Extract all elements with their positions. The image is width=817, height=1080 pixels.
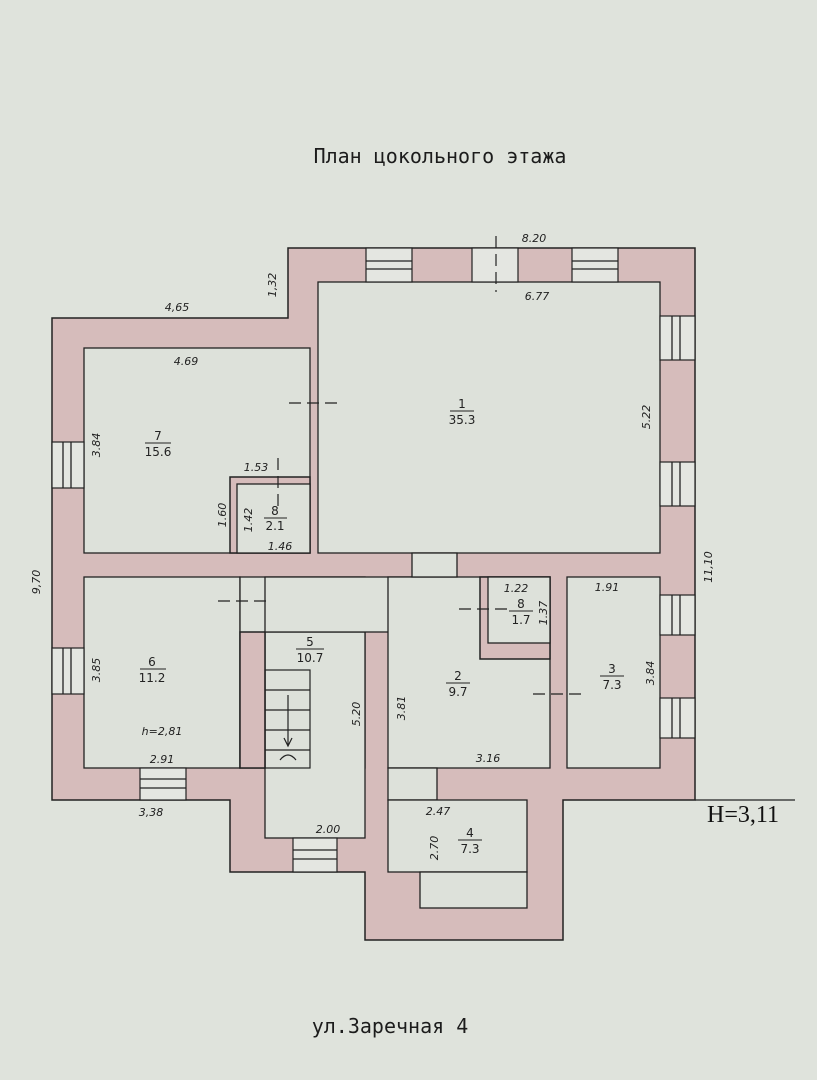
svg-text:9,70: 9,70 — [30, 570, 43, 595]
svg-text:9.7: 9.7 — [448, 685, 467, 699]
room-label-7: 715.6 — [145, 429, 172, 459]
room-label-3: 37.3 — [600, 662, 624, 692]
svg-text:3.16: 3.16 — [476, 752, 501, 765]
svg-text:1: 1 — [458, 397, 466, 411]
svg-text:h=2,81: h=2,81 — [142, 725, 183, 738]
room-8b — [487, 576, 551, 644]
windows — [51, 247, 696, 873]
svg-text:3.81: 3.81 — [395, 696, 408, 721]
street-address: ул.Заречная 4 — [312, 1014, 469, 1038]
door-marks — [218, 236, 795, 801]
height-mark: H=3,11 — [707, 802, 779, 828]
svg-text:11,10: 11,10 — [702, 551, 715, 583]
dimensions: 8.20 6.77 4,65 4.69 1.53 1.46 h=2,81 2.9… — [30, 232, 715, 860]
room-3 — [566, 576, 661, 769]
interior-wall-5 — [239, 631, 266, 769]
svg-text:5: 5 — [306, 635, 314, 649]
staircase — [264, 669, 311, 769]
svg-text:3.85: 3.85 — [90, 658, 103, 683]
svg-text:4: 4 — [466, 826, 474, 840]
svg-text:1,32: 1,32 — [266, 273, 279, 298]
svg-text:3: 3 — [608, 662, 616, 676]
svg-text:2.91: 2.91 — [150, 753, 175, 766]
room-4 — [387, 799, 528, 873]
svg-text:15.6: 15.6 — [145, 445, 172, 459]
svg-text:2.70: 2.70 — [428, 836, 441, 861]
svg-text:7.3: 7.3 — [460, 842, 479, 856]
svg-text:1.53: 1.53 — [244, 461, 269, 474]
svg-text:1.60: 1.60 — [216, 503, 229, 528]
svg-text:3.84: 3.84 — [644, 661, 657, 686]
room-label-1: 135.3 — [449, 397, 476, 427]
room-4-lower — [419, 871, 528, 909]
svg-text:8.20: 8.20 — [522, 232, 547, 245]
svg-text:3.84: 3.84 — [90, 433, 103, 458]
room-label-8a: 82.1 — [264, 504, 287, 533]
room-label-6: 611.2 — [139, 655, 166, 685]
svg-text:4,65: 4,65 — [165, 301, 190, 314]
svg-text:10.7: 10.7 — [297, 651, 324, 665]
room-label-4: 47.3 — [458, 826, 482, 856]
svg-text:3,38: 3,38 — [139, 806, 164, 819]
svg-text:5.22: 5.22 — [640, 405, 653, 430]
svg-text:1.91: 1.91 — [595, 581, 620, 594]
svg-text:7: 7 — [154, 429, 162, 443]
svg-text:6.77: 6.77 — [525, 290, 550, 303]
svg-text:1.37: 1.37 — [537, 601, 550, 626]
svg-text:1.46: 1.46 — [268, 540, 293, 553]
svg-text:8: 8 — [271, 504, 279, 518]
room-6 — [83, 576, 241, 769]
room-1 — [317, 281, 661, 554]
svg-text:6: 6 — [148, 655, 156, 669]
svg-text:1.22: 1.22 — [504, 582, 529, 595]
plan-title: План цокольного этажа — [314, 144, 567, 168]
svg-text:35.3: 35.3 — [449, 413, 476, 427]
svg-text:5.20: 5.20 — [350, 702, 363, 727]
room-5-lower — [264, 631, 366, 839]
room-2-top — [411, 552, 458, 578]
svg-text:7.3: 7.3 — [602, 678, 621, 692]
passage-2-4 — [387, 767, 438, 801]
svg-text:11.2: 11.2 — [139, 671, 166, 685]
svg-text:4.69: 4.69 — [174, 355, 199, 368]
svg-text:2: 2 — [454, 669, 462, 683]
svg-text:2.1: 2.1 — [265, 519, 284, 533]
svg-text:2.47: 2.47 — [426, 805, 451, 818]
room-label-5: 510.7 — [296, 635, 324, 665]
room-label-8b: 81.7 — [509, 597, 533, 627]
room-label-2: 29.7 — [446, 669, 470, 699]
svg-text:1.7: 1.7 — [511, 613, 530, 627]
svg-text:2.00: 2.00 — [316, 823, 341, 836]
svg-text:8: 8 — [517, 597, 525, 611]
svg-text:1.42: 1.42 — [242, 508, 255, 533]
